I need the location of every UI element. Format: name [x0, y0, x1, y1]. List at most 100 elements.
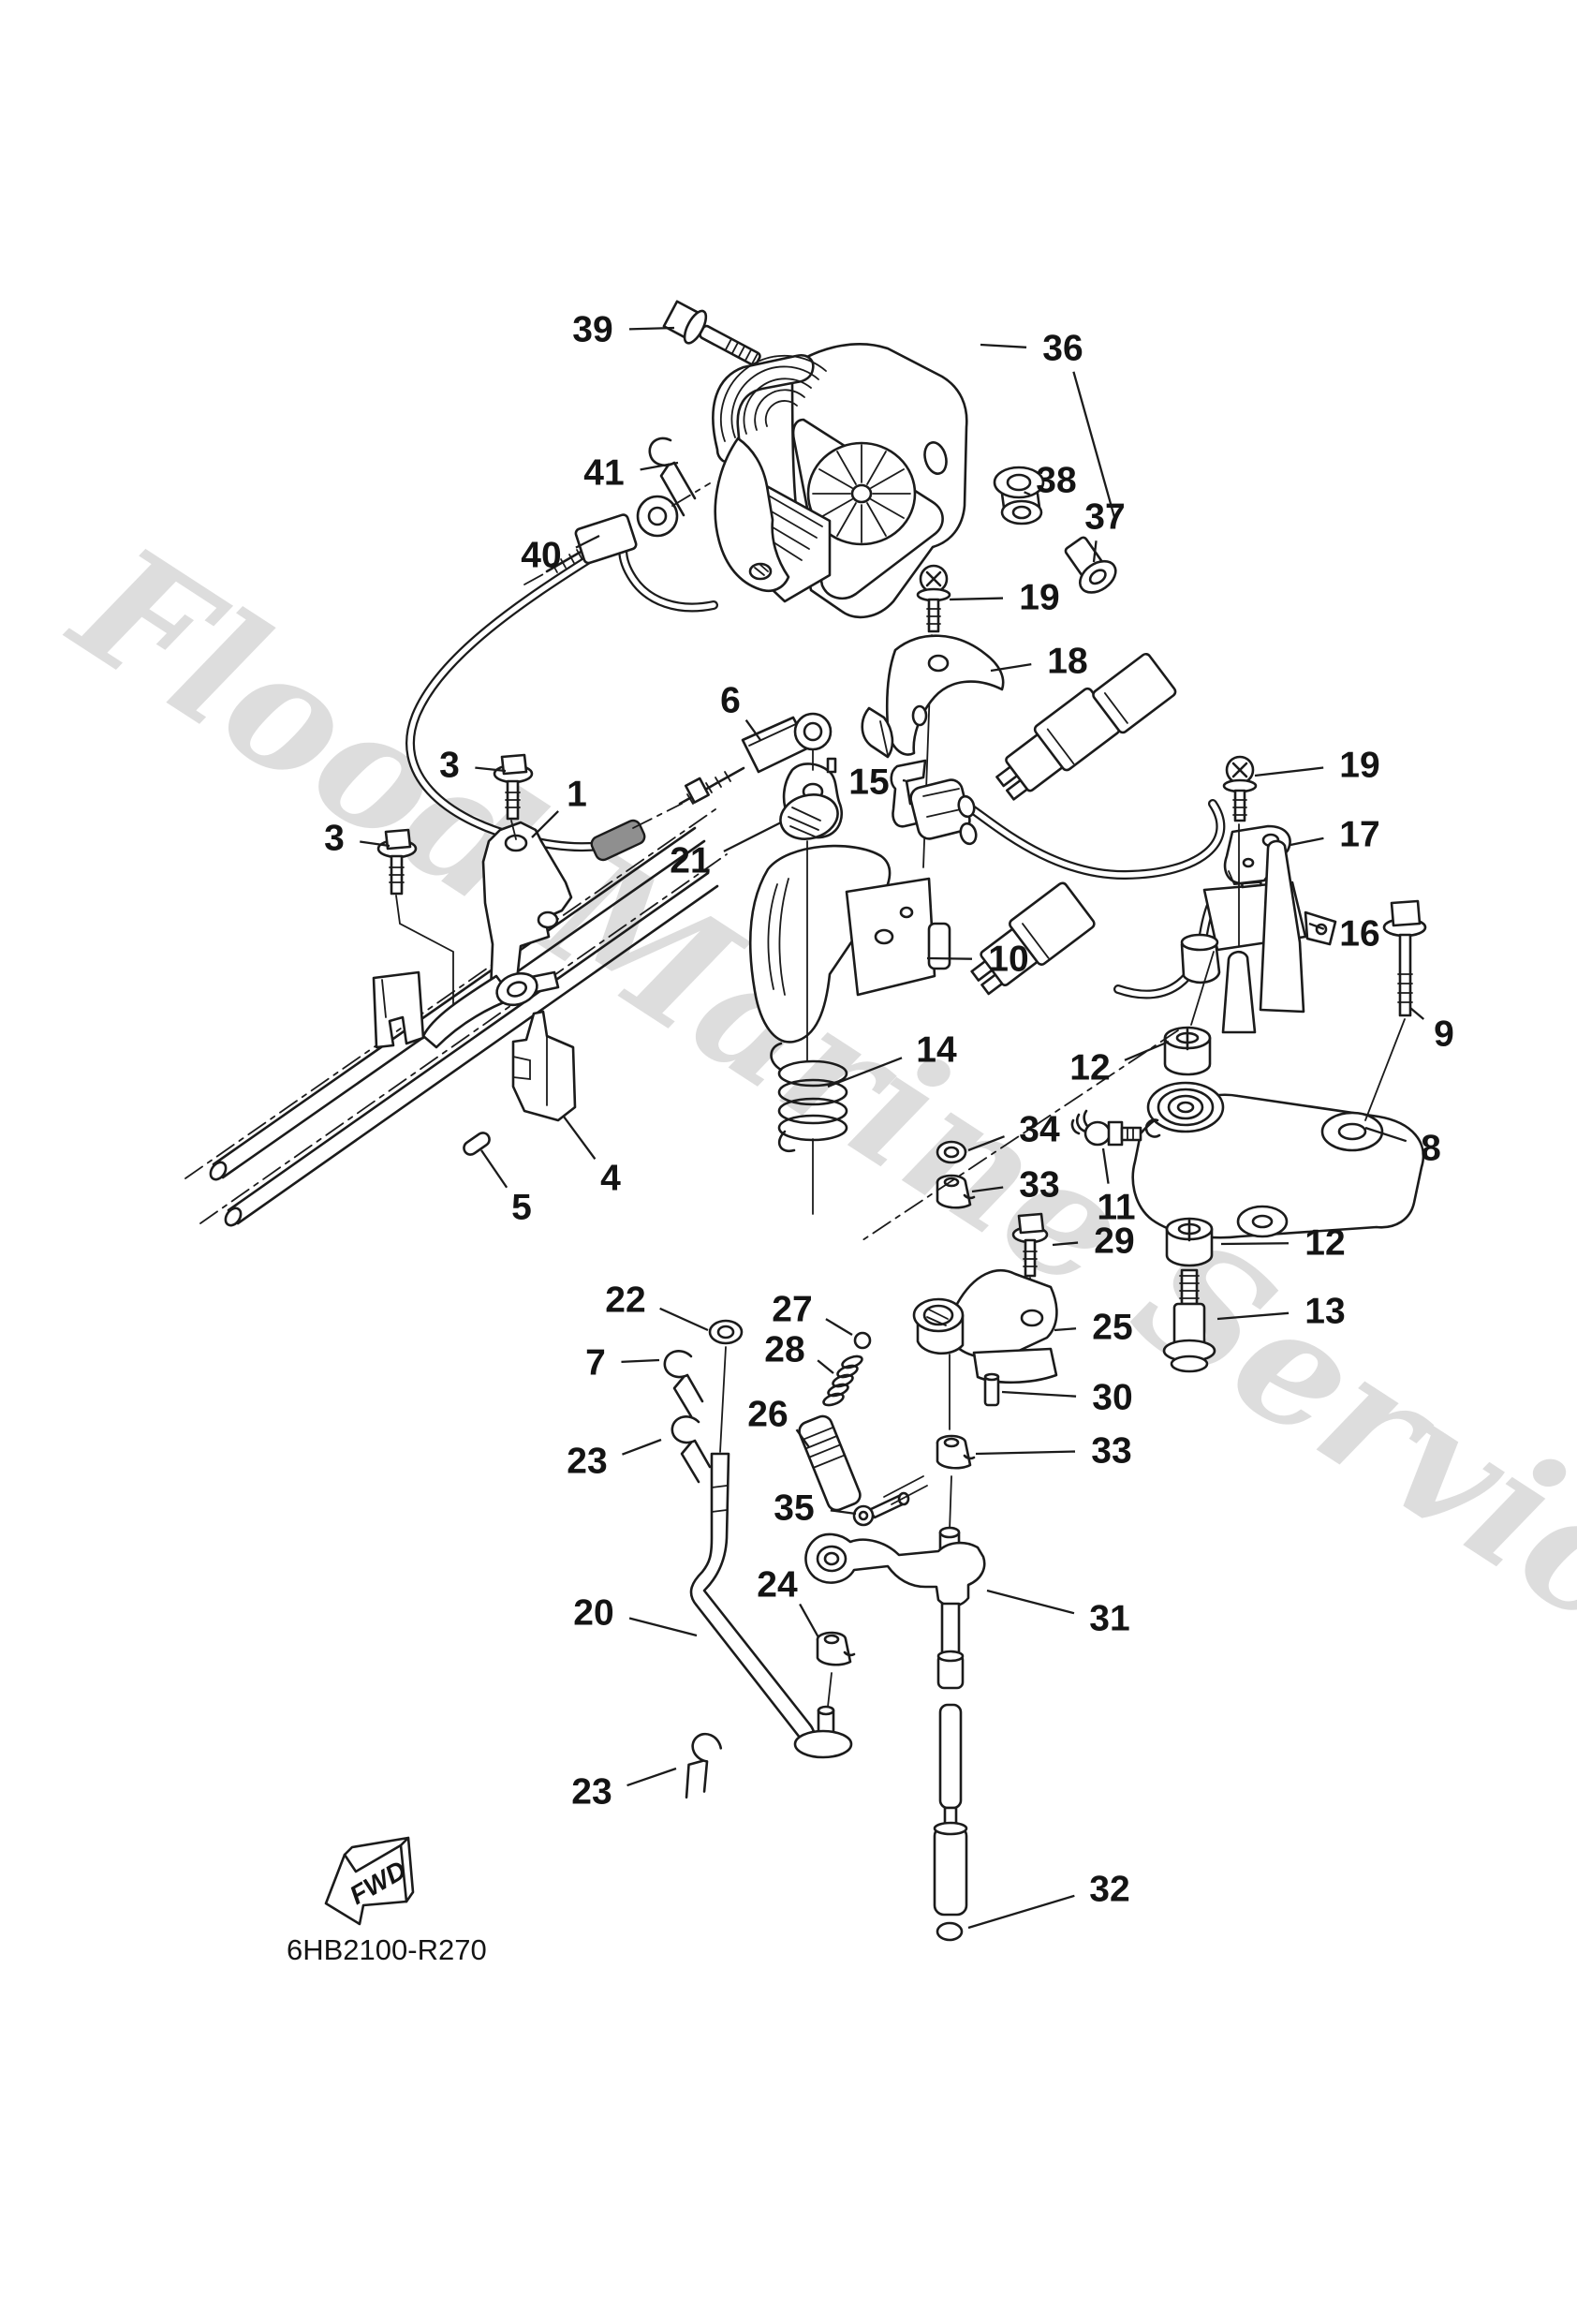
- callout-6: 6: [720, 681, 761, 741]
- part-39-bolt: [662, 300, 761, 366]
- leader-line: [967, 1135, 1005, 1152]
- callout-number: 13: [1304, 1292, 1345, 1332]
- callout-number: 38: [1036, 461, 1076, 501]
- leader-line: [990, 663, 1032, 673]
- leader-line: [1054, 1327, 1077, 1332]
- leader-line: [967, 1894, 1075, 1930]
- part-11-nipple: [1070, 1109, 1161, 1147]
- part-12-grommet-lower: [1165, 1217, 1214, 1267]
- leader-line: [825, 1318, 853, 1336]
- callout-15: 15: [848, 762, 906, 803]
- part-36-throttle-cam-housing: [712, 343, 968, 619]
- callout-27: 27: [772, 1290, 853, 1336]
- leader-line: [1364, 1126, 1408, 1143]
- callout-40: 40: [521, 534, 600, 576]
- leader-line: [360, 840, 391, 848]
- leader-line: [830, 1509, 857, 1516]
- callout-38: 38: [1024, 461, 1077, 501]
- callout-number: 14: [916, 1030, 957, 1071]
- callout-3: 3: [324, 819, 391, 859]
- callout-number: 17: [1339, 815, 1379, 855]
- axis-3-upper: [510, 820, 517, 840]
- callout-number: 36: [1042, 329, 1083, 369]
- leader-line: [1409, 1007, 1425, 1020]
- callout-number: 19: [1019, 578, 1059, 618]
- callout-26: 26: [747, 1395, 810, 1448]
- callout-33: 33: [971, 1165, 1060, 1206]
- part-3-bolt-upper: [493, 753, 534, 821]
- part-4-stopper: [511, 1010, 577, 1122]
- rod-guide-arm: [421, 971, 538, 1049]
- leader-line: [980, 343, 1027, 348]
- axis-9: [1364, 1018, 1406, 1121]
- callout-number: 40: [521, 536, 561, 576]
- part-31-shaft-arm: [804, 1526, 986, 1917]
- part-26-pin: [798, 1414, 862, 1512]
- part-5-pin: [463, 1132, 491, 1156]
- leader-line: [817, 1359, 834, 1374]
- callout-number: 23: [567, 1442, 607, 1482]
- part-14-spring: [770, 1042, 848, 1153]
- callout-31: 31: [986, 1589, 1130, 1639]
- callout-7: 7: [585, 1343, 660, 1384]
- part-13-bolt: [1162, 1268, 1216, 1373]
- leader-line: [659, 1307, 709, 1332]
- leader-line: [827, 1057, 903, 1088]
- leader-line: [1024, 491, 1031, 496]
- callout-41: 41: [583, 453, 679, 494]
- part-20-link-rod: [689, 1452, 853, 1759]
- leader-line: [986, 1589, 1075, 1615]
- callout-number: 18: [1047, 642, 1087, 682]
- part-9-bolt: [1382, 899, 1427, 1017]
- leader-line: [1220, 1242, 1290, 1246]
- part-34-washer: [936, 1140, 967, 1164]
- leader-line: [1001, 1390, 1077, 1398]
- callout-12: 12: [1220, 1223, 1346, 1264]
- callout-17: 17: [1290, 815, 1380, 855]
- leader-line: [1101, 1147, 1110, 1184]
- diagram-drawing: FWD 6HB2100-R270: [184, 300, 1427, 1966]
- leader-line: [475, 766, 507, 773]
- part-38-bushing: [993, 466, 1045, 525]
- leader-line: [531, 810, 559, 838]
- callout-number: 16: [1339, 914, 1379, 955]
- callout-number: 8: [1421, 1129, 1441, 1169]
- callout-35: 35: [774, 1488, 857, 1529]
- callout-23: 23: [571, 1767, 677, 1813]
- callout-number: 26: [747, 1395, 788, 1435]
- wire-harness-upper: [957, 652, 1226, 881]
- leader-line: [628, 326, 675, 331]
- leader-line: [1092, 540, 1098, 563]
- callout-29: 29: [1052, 1221, 1135, 1262]
- part-7-clip: [663, 1350, 704, 1418]
- leader-line: [975, 1450, 1076, 1456]
- leader-line: [640, 461, 679, 471]
- callout-11: 11: [1097, 1147, 1136, 1228]
- callout-number: 3: [324, 819, 345, 859]
- callout-28: 28: [764, 1330, 834, 1374]
- callout-number: 19: [1339, 746, 1379, 786]
- callout-8: 8: [1364, 1126, 1441, 1169]
- callout-number: 22: [605, 1280, 645, 1321]
- callout-number: 27: [772, 1290, 812, 1330]
- callout-number: 41: [583, 453, 624, 494]
- callout-number: 5: [511, 1188, 532, 1228]
- callout-number: 12: [1304, 1223, 1345, 1264]
- leader-line: [926, 956, 973, 960]
- callout-21: 21: [670, 821, 782, 881]
- part-12-grommet-upper: [1163, 1026, 1212, 1076]
- callout-22: 22: [605, 1280, 709, 1332]
- callout-32: 32: [967, 1870, 1130, 1930]
- callout-34: 34: [967, 1110, 1060, 1152]
- callout-number: 7: [585, 1343, 606, 1384]
- leader-line: [563, 1116, 597, 1160]
- leader-line: [575, 534, 600, 549]
- callout-9: 9: [1409, 1007, 1454, 1055]
- callout-number: 33: [1091, 1431, 1131, 1472]
- leader-line: [744, 719, 761, 741]
- callout-25: 25: [1054, 1308, 1133, 1348]
- part-15-clip: [890, 759, 978, 846]
- callout-10: 10: [926, 940, 1029, 980]
